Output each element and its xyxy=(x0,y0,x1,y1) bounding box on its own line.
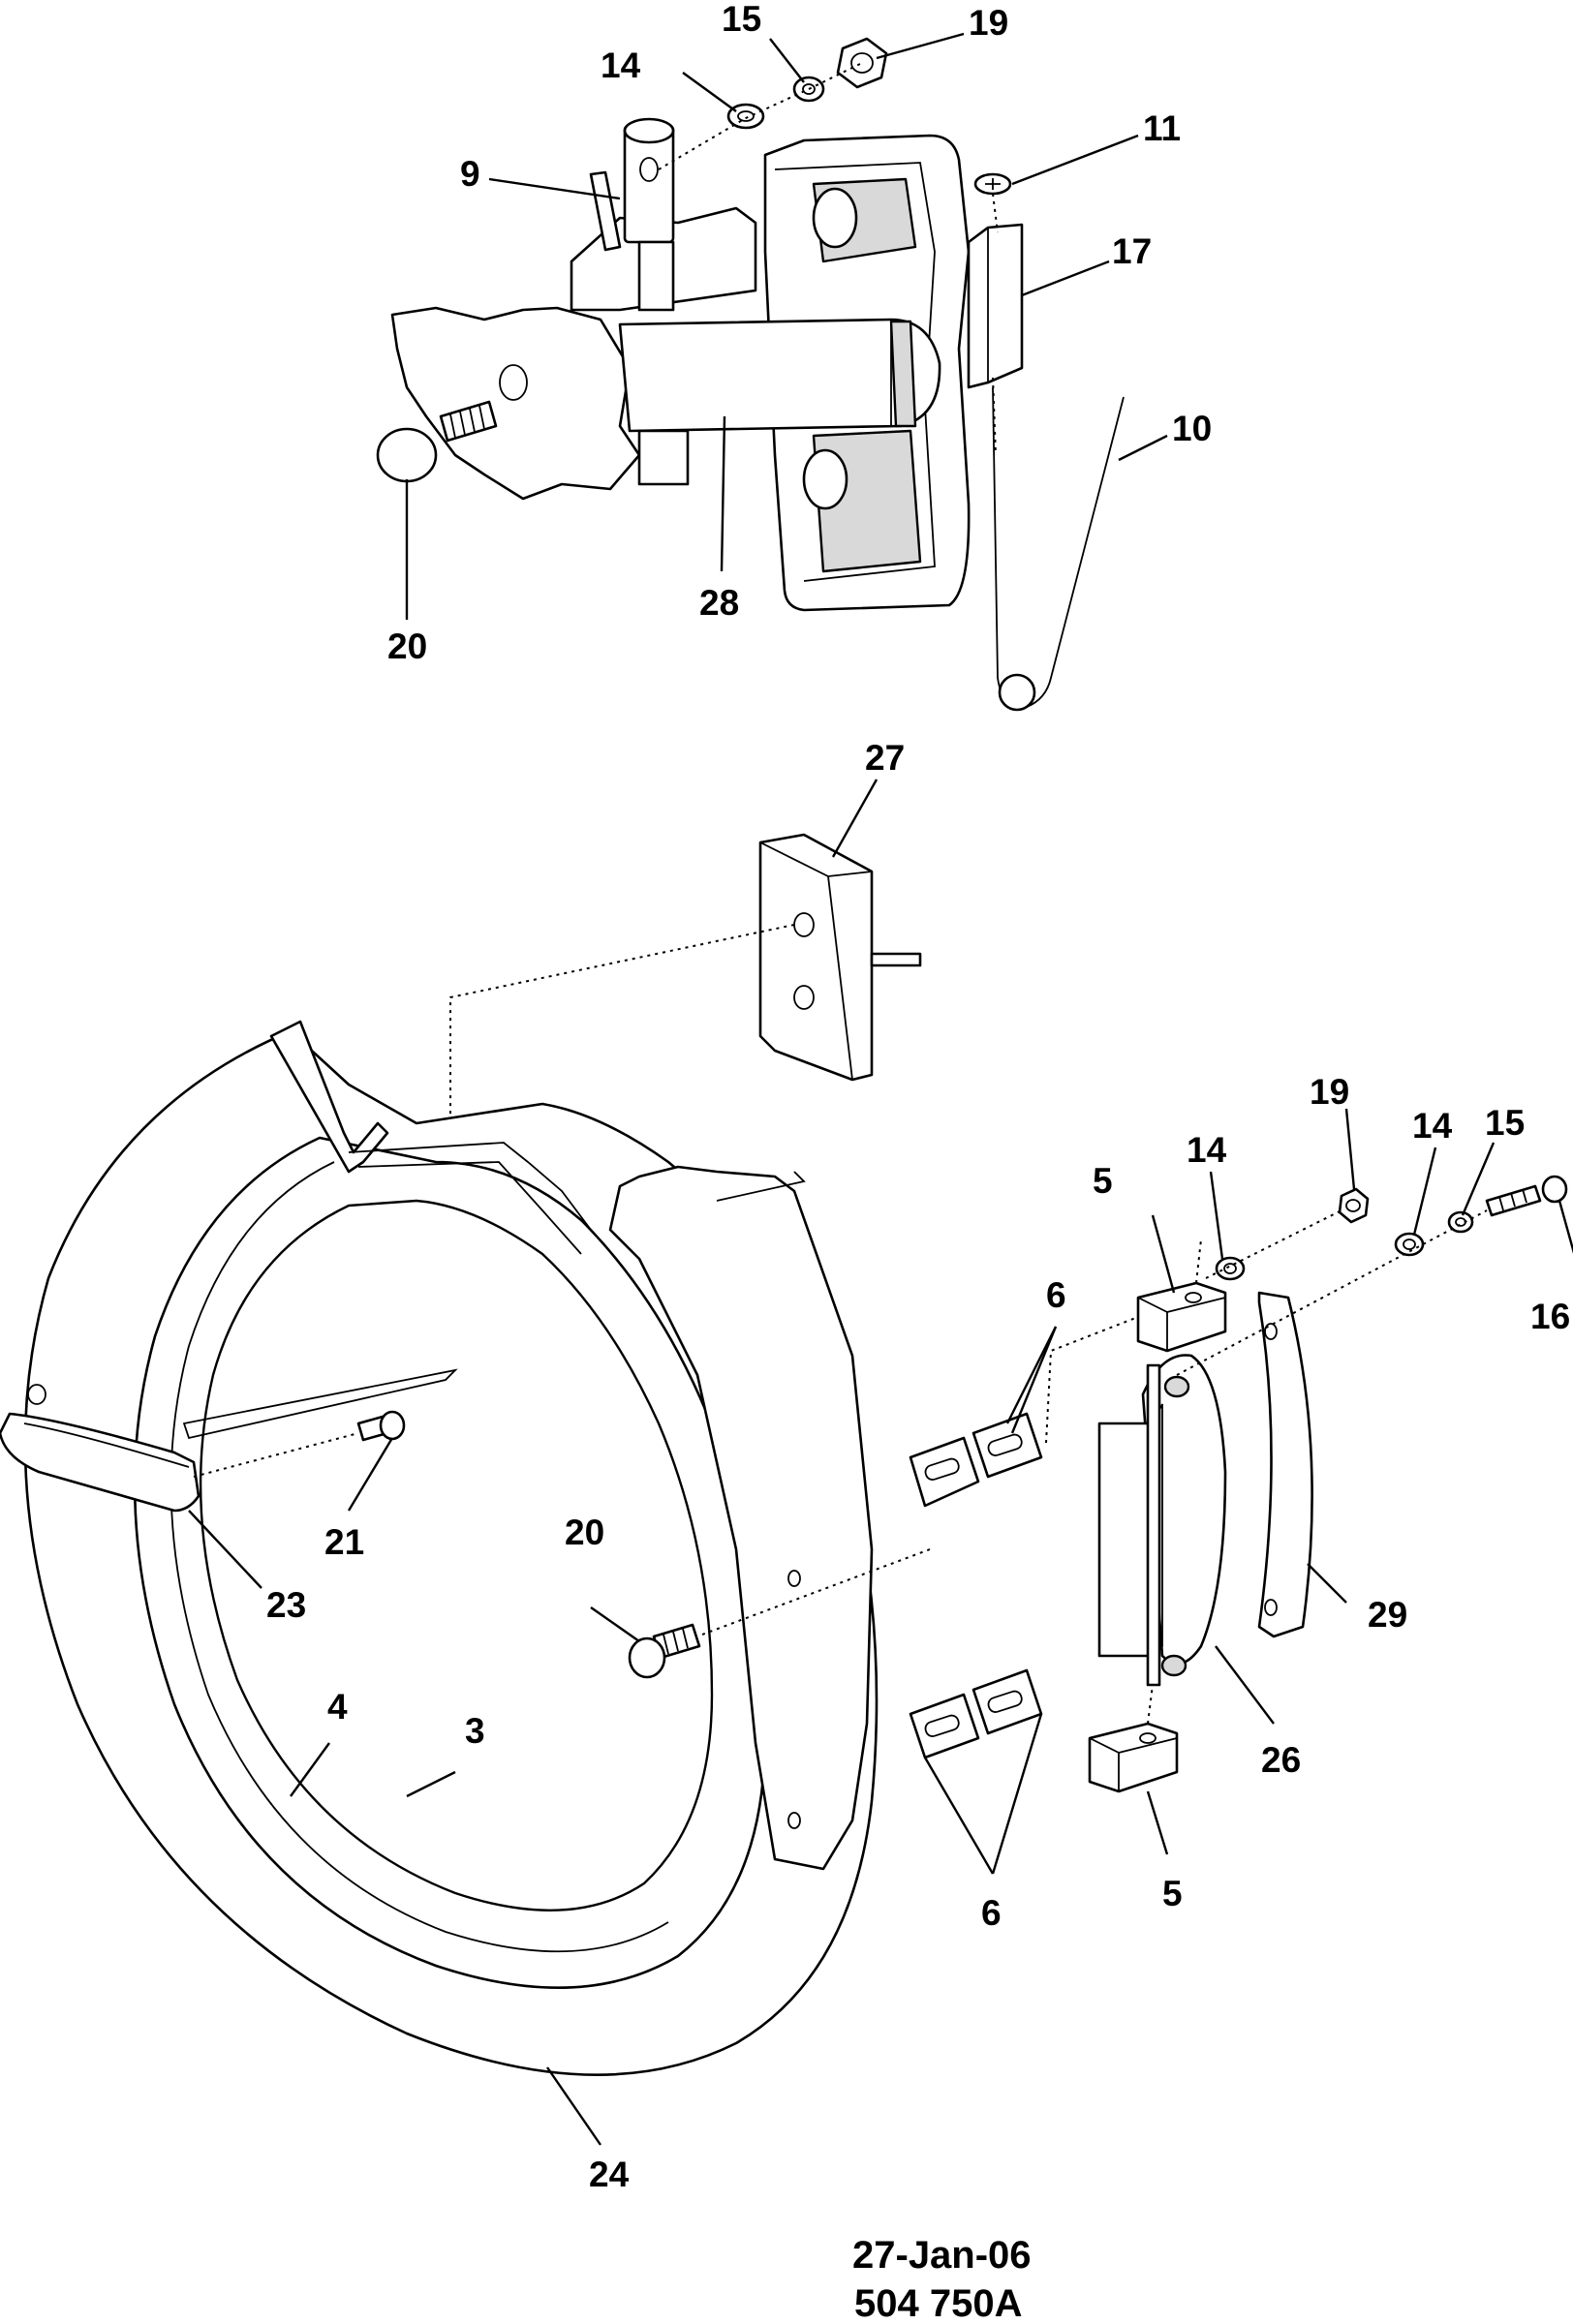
nut-19-right xyxy=(1338,1187,1370,1224)
callout-15-right: 15 xyxy=(1485,1103,1525,1143)
door-seal-profile xyxy=(269,1020,389,1174)
cable-10 xyxy=(992,386,1125,709)
washer-14-mid xyxy=(1215,1256,1246,1281)
callout-19-top: 19 xyxy=(969,3,1008,43)
callout-9: 9 xyxy=(460,154,480,194)
drawing-date: 27-Jan-06 xyxy=(852,2234,1032,2277)
nut-19-top xyxy=(836,37,888,89)
bolt-20-top xyxy=(376,400,498,483)
strike-plate-27 xyxy=(758,833,922,1082)
hinge-leaf xyxy=(1097,1422,1155,1658)
callout-4: 4 xyxy=(327,1687,348,1727)
callout-14-mid: 14 xyxy=(1187,1130,1227,1170)
drawing-stamp: 27-Jan-06 504 750A xyxy=(852,2234,1032,2324)
hinge-26 xyxy=(1097,1354,1227,1687)
callout-20-mid: 20 xyxy=(565,1513,604,1552)
leader-lines xyxy=(188,32,1573,2146)
shim-6-top-pair xyxy=(909,1412,1043,1508)
callout-19-right: 19 xyxy=(1310,1072,1349,1112)
callout-3: 3 xyxy=(465,1711,485,1751)
washer-14-top xyxy=(726,103,765,130)
callout-20-top: 20 xyxy=(387,627,427,666)
door-panel-fragment xyxy=(390,306,641,501)
callout-26: 26 xyxy=(1261,1740,1301,1780)
housing-boss-upper xyxy=(812,187,858,249)
hinge-block-5-bottom xyxy=(1088,1722,1179,1793)
latch-pawl xyxy=(589,170,622,252)
washer-14-right xyxy=(1394,1232,1425,1257)
housing-boss-lower xyxy=(802,448,848,510)
callout-27: 27 xyxy=(865,738,905,778)
callout-23: 23 xyxy=(266,1585,306,1625)
latch-leg xyxy=(637,240,675,312)
cover-plate-29 xyxy=(1257,1291,1313,1638)
door-ring-assembly xyxy=(0,1020,931,2076)
door-glass-3 xyxy=(199,1199,714,1911)
callout-15-top: 15 xyxy=(722,0,761,39)
handle-latch-assembly xyxy=(376,37,1125,712)
hinge-assembly xyxy=(909,1175,1568,1793)
bolt-20-mid xyxy=(628,1623,701,1679)
strike-pin xyxy=(870,952,922,967)
hinge-block-5-top xyxy=(1136,1281,1227,1353)
callout-21: 21 xyxy=(324,1522,364,1562)
callout-5-top: 5 xyxy=(1093,1161,1113,1201)
callout-11: 11 xyxy=(1143,108,1181,148)
callout-29: 29 xyxy=(1368,1595,1407,1635)
callout-6-top: 6 xyxy=(1046,1275,1066,1315)
bracket-17 xyxy=(967,223,1024,389)
callout-16: 16 xyxy=(1530,1297,1570,1336)
lock-washer-15-right xyxy=(1447,1210,1474,1234)
callout-5-bottom: 5 xyxy=(1162,1874,1183,1913)
ring-cutaway xyxy=(608,1165,874,1871)
callout-labels: 15 19 14 9 11 17 10 20 28 27 19 14 14 15… xyxy=(266,0,1570,2194)
screw-16 xyxy=(1485,1175,1568,1217)
callout-10: 10 xyxy=(1172,409,1212,448)
callout-14-top: 14 xyxy=(601,46,641,85)
callout-24: 24 xyxy=(589,2155,630,2194)
handle-grip-23 xyxy=(0,1412,200,1513)
drawing-number: 504 750A xyxy=(854,2282,1022,2324)
callout-28: 28 xyxy=(699,583,739,623)
callout-17: 17 xyxy=(1112,231,1152,271)
handle-bar-foot xyxy=(637,429,690,486)
shim-6-bottom-pair xyxy=(909,1668,1043,1759)
callout-14-right: 14 xyxy=(1412,1106,1453,1146)
callout-6-bottom: 6 xyxy=(981,1893,1002,1933)
